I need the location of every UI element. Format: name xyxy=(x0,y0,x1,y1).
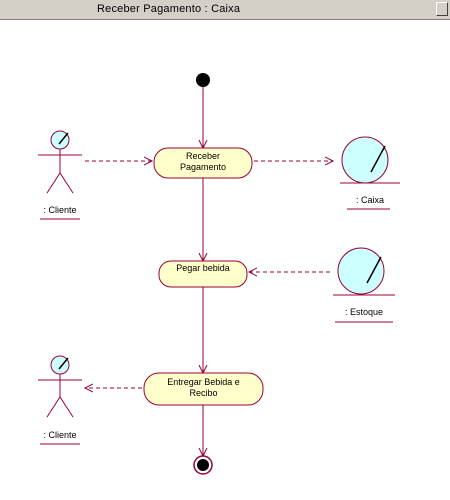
object-estoque-label: : Estoque xyxy=(344,307,384,317)
window-title: Receber Pagamento : Caixa xyxy=(97,3,241,15)
activity-pegar-line1: Pegar bebida xyxy=(176,263,230,273)
actor-cliente-bottom-label: : Cliente xyxy=(43,430,77,440)
final-node[interactable] xyxy=(193,455,213,475)
activity-entregar-bebida-label: Entregar Bebida e Recibo xyxy=(144,377,263,399)
object-estoque[interactable] xyxy=(333,247,395,323)
initial-node[interactable] xyxy=(196,73,210,87)
activity-pegar-bebida-label: Pegar bebida xyxy=(159,263,247,274)
object-caixa-label: : Caixa xyxy=(355,195,384,205)
activity-receber-line2: Pagamento xyxy=(179,162,227,172)
activity-receber-line1: Receber xyxy=(185,151,221,161)
diagram-canvas: Receber Pagamento Pegar bebida Entregar … xyxy=(0,20,450,500)
object-caixa[interactable] xyxy=(340,136,400,210)
close-button[interactable] xyxy=(436,2,448,16)
activity-receber-pagamento-label: Receber Pagamento xyxy=(154,151,252,173)
actor-cliente-bottom[interactable] xyxy=(38,355,82,445)
activity-entregar-line2: Recibo xyxy=(189,388,218,398)
actor-cliente-top-label: : Cliente xyxy=(43,205,77,215)
actor-cliente-top[interactable] xyxy=(38,130,82,220)
activity-entregar-line1: Entregar Bebida e xyxy=(167,377,240,387)
window-titlebar: Receber Pagamento : Caixa xyxy=(0,0,450,20)
activity-diagram xyxy=(38,73,400,475)
